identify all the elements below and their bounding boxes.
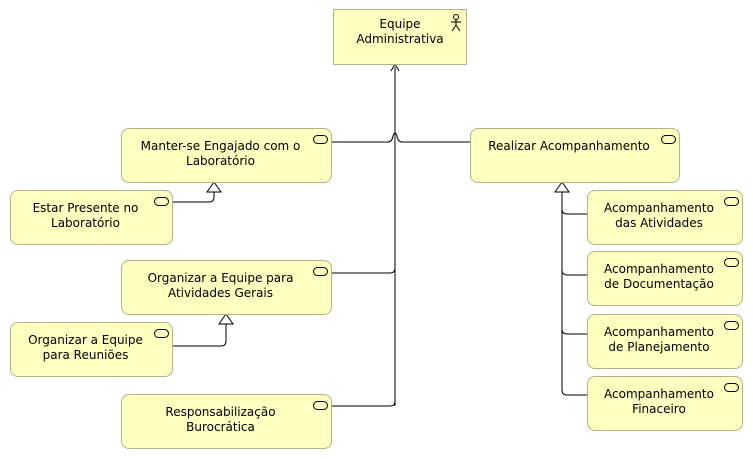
node-label: Estar Presente no Laboratório [32, 201, 139, 230]
node-acomp-documentacao[interactable]: Acompanhamento de Documentação [587, 251, 743, 306]
service-icon [724, 383, 739, 392]
triangle-realizar [554, 181, 570, 193]
connector-acomp-trunk [561, 192, 587, 396]
node-manter-engajado[interactable]: Manter-se Engajado com o Laboratório [121, 128, 332, 183]
node-organizar-equipe[interactable]: Organizar a Equipe para Atividades Gerai… [121, 260, 332, 315]
node-realizar-acompanhamento[interactable]: Realizar Acompanhamento [470, 128, 680, 183]
node-label: Acompanhamento das Atividades [604, 201, 714, 230]
node-label: Organizar a Equipe para Atividades Gerai… [147, 271, 294, 300]
node-estar-presente[interactable]: Estar Presente no Laboratório [10, 190, 173, 245]
node-label: Organizar a Equipe para Reuniões [28, 333, 143, 362]
node-label: Manter-se Engajado com o Laboratório [140, 139, 301, 168]
triangle-manter [206, 181, 222, 193]
connector-estar [173, 192, 215, 203]
connector-reunioes [173, 324, 227, 347]
node-equipe-administrativa[interactable]: Equipe Administrativa [333, 9, 467, 65]
service-icon [724, 321, 739, 330]
node-responsabilizacao[interactable]: Responsabilização Burocrática [121, 394, 332, 449]
service-icon [724, 258, 739, 267]
node-label: Responsabilização Burocrática [165, 405, 276, 434]
connector-responsabilizacao [332, 400, 396, 407]
connector-acomp-documentacao [561, 269, 587, 276]
service-icon [661, 135, 676, 144]
connector-manter [332, 132, 470, 143]
node-label: Acompanhamento de Planejamento [604, 325, 714, 354]
connector-acomp-atividades [561, 208, 587, 215]
service-icon [724, 197, 739, 206]
connector-organizar-equipe [332, 267, 396, 274]
node-label: Equipe Administrativa [356, 17, 444, 46]
node-organizar-reunioes[interactable]: Organizar a Equipe para Reuniões [10, 322, 173, 377]
actor-icon [451, 14, 461, 32]
service-icon [313, 267, 328, 276]
node-acomp-financeiro[interactable]: Acompanhamento Finaceiro [587, 376, 743, 431]
triangle-organizar [218, 313, 234, 325]
node-label: Realizar Acompanhamento [488, 139, 650, 153]
node-label: Acompanhamento Finaceiro [604, 387, 714, 416]
node-acomp-atividades[interactable]: Acompanhamento das Atividades [587, 190, 743, 245]
node-acomp-planejamento[interactable]: Acompanhamento de Planejamento [587, 314, 743, 369]
node-label: Acompanhamento de Documentação [604, 262, 714, 291]
service-icon [154, 329, 169, 338]
connector-acomp-planejamento [561, 328, 587, 335]
service-icon [154, 197, 169, 206]
service-icon [313, 401, 328, 410]
service-icon [313, 135, 328, 144]
